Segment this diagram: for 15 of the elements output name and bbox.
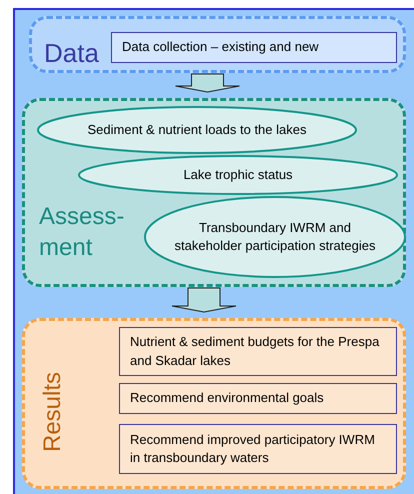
group-heading: Results [41, 370, 65, 452]
text-box: Recommend improved participatory IWRM in transboundary waters [119, 424, 397, 474]
text-box: Recommend environmental goals [119, 383, 397, 414]
block-arrow [172, 288, 236, 312]
text-box: Data collection – existing and new [111, 32, 397, 63]
ellipse-text: Sediment & nutrient loads to the lakes [86, 121, 308, 139]
group-heading: Data [44, 37, 99, 70]
dashed-group-panel [29, 16, 406, 73]
block-arrow [175, 74, 240, 92]
dashed-group-panel [22, 318, 406, 489]
group-heading: Assess- ment [39, 202, 126, 264]
ellipse-text: Lake trophic status [182, 166, 294, 184]
ellipse-text: Transboundary IWRM and stakeholder participation strategies [174, 219, 376, 255]
dashed-group-panel [22, 98, 406, 287]
text-box: Nutrient & sediment budgets for the Prespa and Skadar lakes [119, 327, 397, 376]
